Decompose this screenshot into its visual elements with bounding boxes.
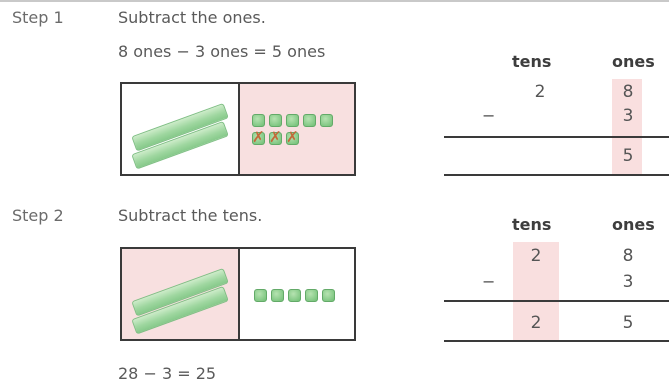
- ones-minuend: 8: [622, 246, 634, 266]
- ones-difference: 5: [622, 313, 634, 333]
- step1-equation: 8 ones − 3 ones = 5 ones: [118, 42, 326, 61]
- unit-cube-icon: [305, 289, 318, 302]
- unit-cube-icon: [320, 114, 333, 127]
- tens-cell: [122, 249, 238, 339]
- tens-minuend: 2: [534, 82, 546, 102]
- ones-difference: 5: [622, 146, 634, 166]
- step1-instruction: Subtract the ones.: [118, 8, 266, 27]
- step1-label: Step 1: [12, 8, 64, 27]
- ones-cell: ✗ ✗ ✗: [240, 84, 354, 174]
- tens-cell: [122, 84, 238, 174]
- unit-cube-icon: [252, 114, 265, 127]
- unit-cube-icon: [269, 114, 282, 127]
- minus-sign: −: [482, 106, 496, 125]
- top-border: [0, 0, 669, 2]
- unit-cube-icon: [322, 289, 335, 302]
- unit-cube-icon: [271, 289, 284, 302]
- unit-cube-icon: [303, 114, 316, 127]
- bottom-line: [444, 340, 669, 342]
- ones-header: ones: [612, 52, 655, 71]
- step2-label: Step 2: [12, 206, 64, 225]
- minus-sign: −: [482, 272, 496, 291]
- unit-cube-icon: [288, 289, 301, 302]
- tens-column-highlight: [513, 242, 559, 340]
- tens-difference: 2: [530, 313, 542, 333]
- tens-header: tens: [512, 52, 552, 71]
- tens-minuend: 2: [530, 246, 542, 266]
- ones-subtrahend: 3: [622, 106, 634, 126]
- model-divider: [238, 249, 240, 339]
- unit-cube-icon: [269, 132, 282, 145]
- ones-minuend: 8: [622, 82, 634, 102]
- cross-out-icon: ✗: [269, 128, 282, 146]
- sum-line: [444, 300, 669, 302]
- ones-header: ones: [612, 215, 655, 234]
- bottom-line: [444, 174, 669, 176]
- cross-out-icon: ✗: [252, 128, 265, 146]
- unit-cube-icon: [286, 114, 299, 127]
- final-equation: 28 − 3 = 25: [118, 364, 217, 383]
- unit-cube-icon: [286, 132, 299, 145]
- unit-cube-icon: [254, 289, 267, 302]
- cross-out-icon: ✗: [286, 128, 299, 146]
- ones-subtrahend: 3: [622, 272, 634, 292]
- sum-line: [444, 136, 669, 138]
- step2-instruction: Subtract the tens.: [118, 206, 263, 225]
- ones-column-highlight: [612, 79, 642, 176]
- step1-place-value-model: ✗ ✗ ✗: [120, 82, 356, 176]
- tens-header: tens: [512, 215, 552, 234]
- ones-cell: [240, 249, 354, 339]
- unit-cube-icon: [252, 132, 265, 145]
- model-divider: [238, 84, 240, 174]
- step2-place-value-model: [120, 247, 356, 341]
